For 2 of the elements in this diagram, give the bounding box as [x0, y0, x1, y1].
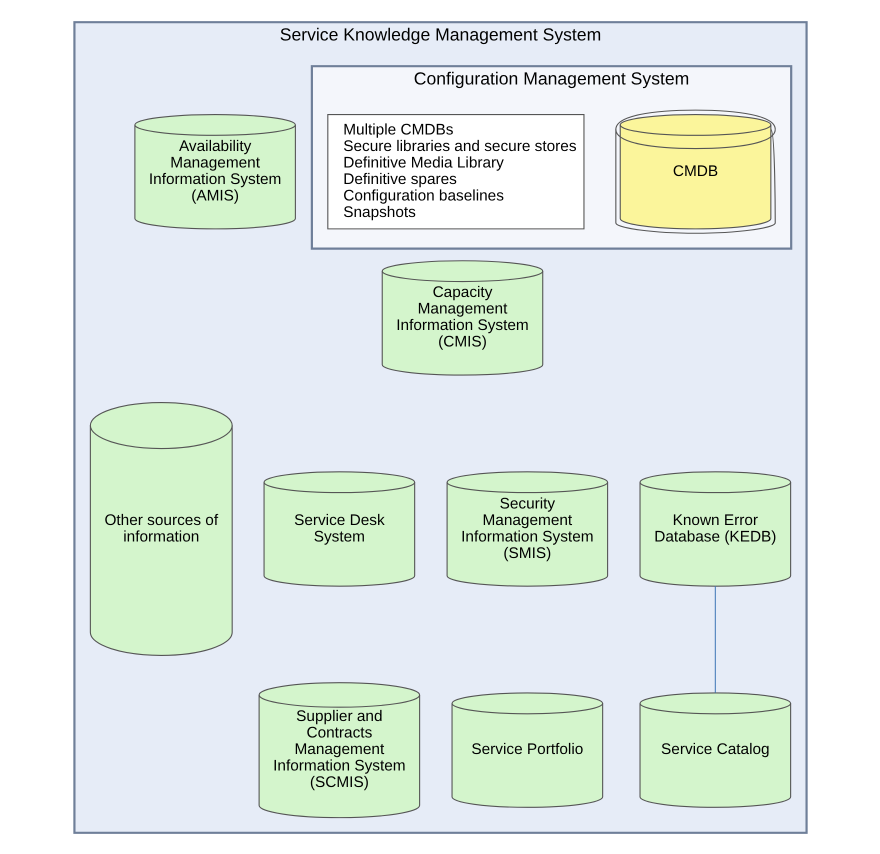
connector: [714, 586, 716, 692]
node-box: Multiple CMDBs Secure libraries and secure stores Definitive Media Library Definitive spares Configuration baselines Snapshots: [326, 113, 584, 229]
